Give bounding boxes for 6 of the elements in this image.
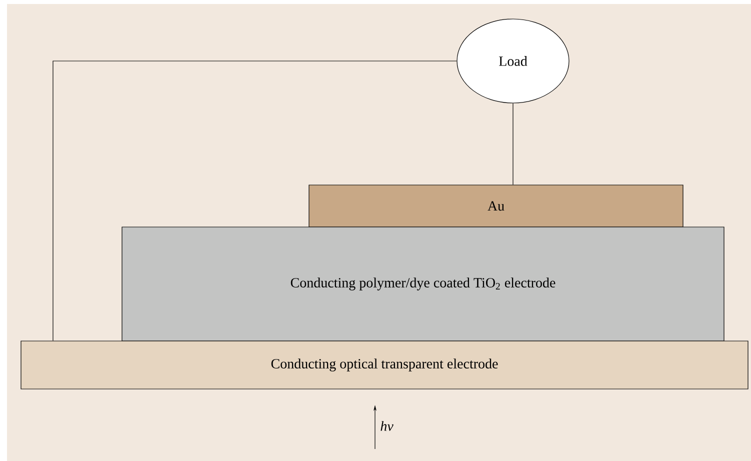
wire	[512, 103, 514, 185]
metal-layer: Au	[308, 184, 684, 228]
light-label: hν	[380, 421, 394, 431]
electrode-layer: Conducting polymer/dye coated TiO$_{2}$ electrode	[122, 226, 724, 342]
electrode-layer: Conducting optical transparent electrode	[20, 340, 748, 390]
wire	[52, 60, 457, 341]
